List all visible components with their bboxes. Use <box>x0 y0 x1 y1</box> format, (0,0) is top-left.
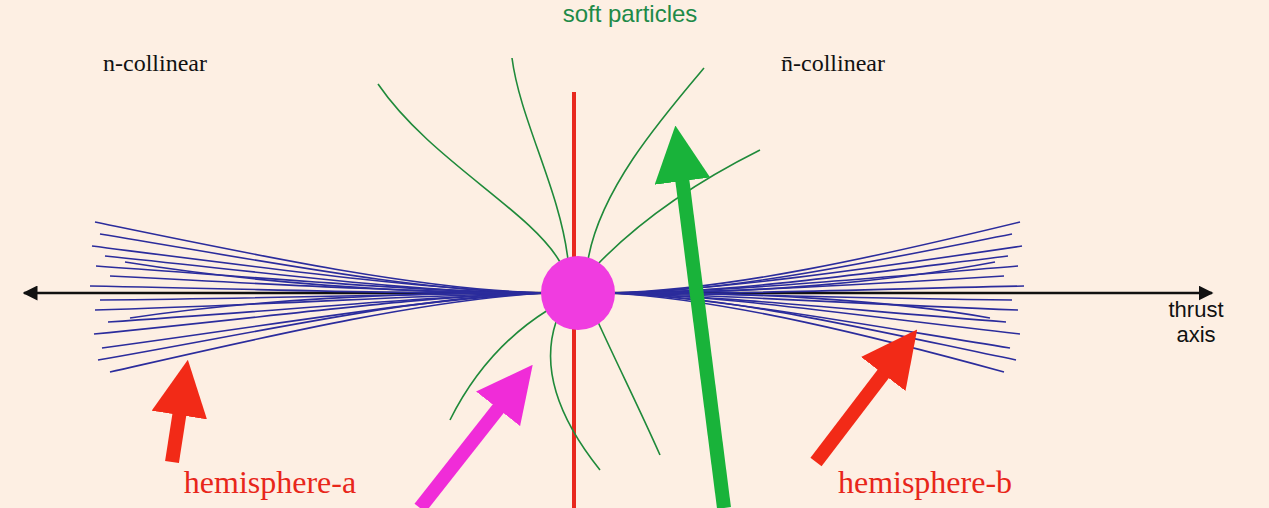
pointer-arrow <box>816 365 890 462</box>
axis-label: thrust axis <box>1160 297 1232 348</box>
pointer-arrow <box>420 400 505 508</box>
region-label: n-collinear <box>103 50 207 78</box>
region-label: n̄-collinear <box>781 50 885 78</box>
hemisphere-label: hemisphere-a <box>184 464 356 501</box>
hemisphere-label: hemisphere-b <box>838 464 1012 501</box>
hard-vertex <box>541 256 615 330</box>
pointer-arrow <box>681 170 724 508</box>
pointer-arrow <box>172 404 181 462</box>
soft-radiation <box>378 58 760 470</box>
collinear-jets <box>90 222 1024 372</box>
annotation-label: soft particles <box>563 0 698 28</box>
